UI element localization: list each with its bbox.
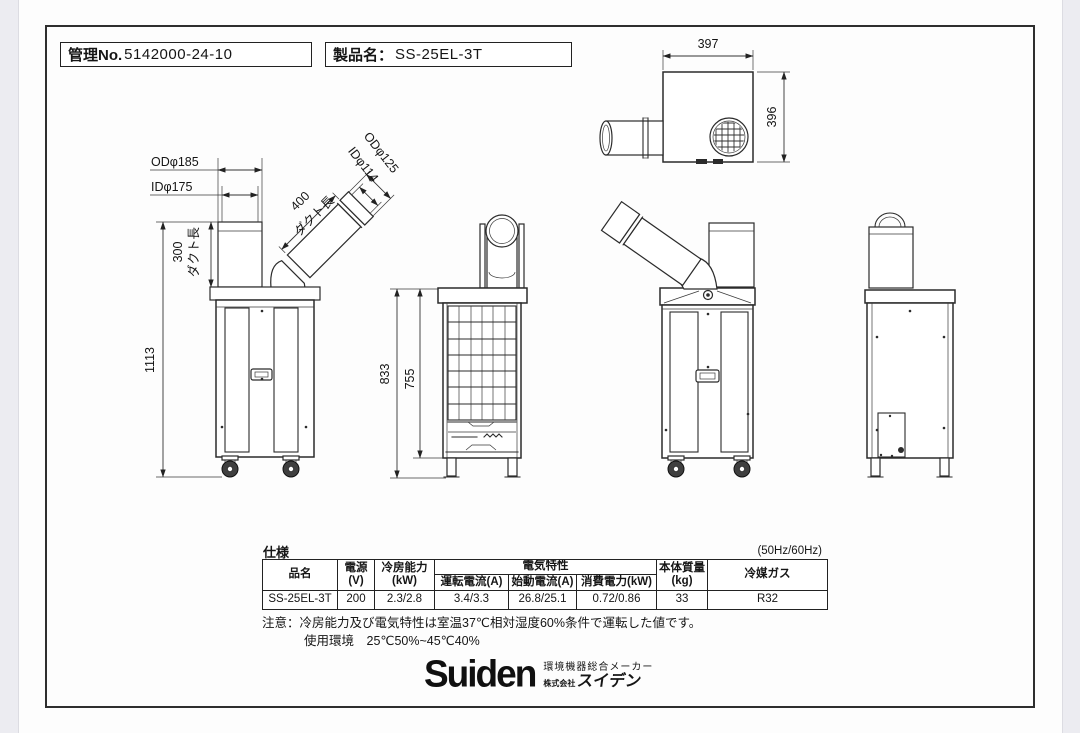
product-label: 製品名： <box>333 47 394 64</box>
company-name: スイデン <box>576 673 643 690</box>
dim-duct-length-diag-value: 400 <box>288 189 313 214</box>
frequency-note: (50Hz/60Hz) <box>757 545 822 557</box>
cell-power: 200 <box>337 590 375 610</box>
caster <box>282 455 300 478</box>
dim-duct-length-vert-label: ダクト長 <box>186 227 201 278</box>
caster <box>667 455 685 478</box>
suiden-mark <box>483 433 503 438</box>
front-grille <box>447 305 517 421</box>
col-start-current: 始動電流(A) <box>508 574 577 591</box>
diagonal-duct <box>600 200 702 287</box>
cell-run-current: 3.4/3.3 <box>434 590 509 610</box>
col-electrical: 電気特性 <box>434 559 657 575</box>
scan-edge-left <box>0 0 19 733</box>
dim-height-outer: 833 <box>378 364 392 385</box>
cell-refrigerant: R32 <box>707 590 828 610</box>
product-name: SS-25EL-3T <box>395 46 483 63</box>
diagonal-duct <box>278 170 395 279</box>
carry-handle <box>874 212 906 228</box>
cell-consumption: 0.72/0.86 <box>576 590 657 610</box>
rear-view <box>864 212 956 478</box>
top-view: 397 396 <box>599 37 790 164</box>
product-name-box: 製品名：SS-25EL-3T <box>325 42 572 67</box>
dim-top-width: 397 <box>698 37 719 51</box>
management-label: 管理No. <box>68 47 123 64</box>
drawing-border-frame <box>45 25 1035 708</box>
dim-outlet-od: ODφ185 <box>151 155 199 169</box>
spec-table: 品名 電源(V) 冷房能力(kW) 電気特性 本体質量(kg) 冷媒ガス 運転電… <box>262 559 828 610</box>
col-model: 品名 <box>262 559 338 591</box>
spec-section-label: 仕様 <box>263 545 290 560</box>
col-run-current: 運転電流(A) <box>434 574 509 591</box>
col-consumption: 消費電力(kW) <box>576 574 657 591</box>
note-line-2: 使用環境 25℃50%~45℃40% <box>304 634 480 649</box>
dim-overall-height: 1113 <box>143 347 157 373</box>
management-number-box: 管理No.5142000-24-10 <box>60 42 312 67</box>
cell-model: SS-25EL-3T <box>262 590 338 610</box>
scan-edge-right <box>1062 0 1080 733</box>
dim-top-depth: 396 <box>765 107 779 128</box>
cell-start-current: 26.8/25.1 <box>508 590 577 610</box>
col-cooling: 冷房能力(kW) <box>374 559 435 591</box>
logo-tagline: 環境機器総合メーカー <box>543 662 654 673</box>
top-view-vent-grille <box>709 117 749 157</box>
col-power: 電源(V) <box>337 559 375 591</box>
access-panel <box>877 412 906 458</box>
col-weight: 本体質量(kg) <box>656 559 708 591</box>
cell-cooling: 2.3/2.8 <box>374 590 435 610</box>
col-refrigerant: 冷媒ガス <box>707 559 828 591</box>
spec-row: SS-25EL-3T 200 2.3/2.8 3.4/3.3 26.8/25.1… <box>262 590 828 610</box>
dim-height-inner: 755 <box>403 369 417 390</box>
dim-outlet-id: IDφ175 <box>151 180 193 194</box>
suiden-logo: Suiden 環境機器総合メーカー 株式会社 スイデン <box>424 652 654 695</box>
dim-duct-length-vert-value: 300 <box>171 242 185 263</box>
brand-wordmark: Suiden <box>424 652 537 695</box>
caster <box>221 455 239 478</box>
side-view-b <box>600 200 756 478</box>
cell-weight: 33 <box>656 590 708 610</box>
management-number: 5142000-24-10 <box>124 46 233 63</box>
caster <box>733 455 751 478</box>
spec-notes: 注意：冷房能力及び電気特性は室温37℃相対湿度60%条件で運転した値です。 使用… <box>262 614 701 650</box>
side-view-a: 400 ダクト長 ODφ125 IDφ114 ODφ185 IDφ175 111… <box>143 129 401 478</box>
company-prefix: 株式会社 <box>543 679 576 688</box>
note-line-1: 注意：冷房能力及び電気特性は室温37℃相対湿度60%条件で運転した値です。 <box>262 616 702 630</box>
front-view: 833 755 <box>378 214 528 479</box>
top-view-duct <box>599 117 664 159</box>
